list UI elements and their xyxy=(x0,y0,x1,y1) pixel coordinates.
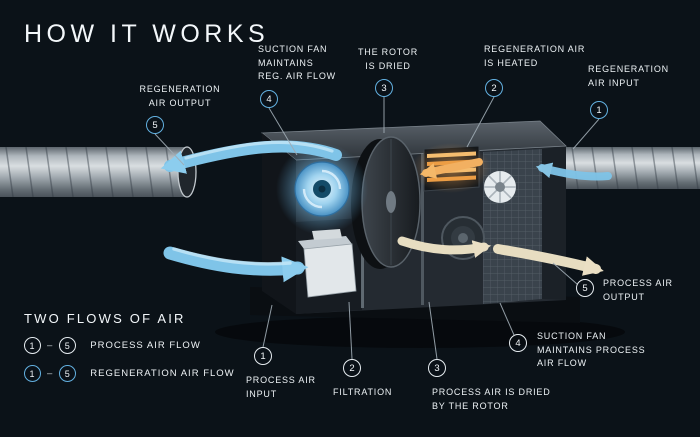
legend-process-label: PROCESS AIR FLOW xyxy=(90,340,201,351)
label-suction-fan-reg: SUCTION FAN MAINTAINS REG. AIR FLOW xyxy=(258,44,336,81)
filter-box xyxy=(298,229,357,298)
marker-process-air-input: 1 xyxy=(254,347,272,365)
heated-air-arrow xyxy=(419,158,483,179)
label-rotor-is-dried: THE ROTOR IS DRIED xyxy=(357,47,419,71)
marker-regeneration-air-heated: 2 xyxy=(485,79,503,97)
machine-cabinet xyxy=(250,120,580,323)
legend-process-air-flow: 1 – 5 PROCESS AIR FLOW xyxy=(24,337,201,354)
dried-process-air-arrow xyxy=(397,236,492,258)
legend-regeneration-end-circle: 5 xyxy=(59,365,77,382)
legend-heading: TWO FLOWS OF AIR xyxy=(24,311,186,326)
marker-process-air-dried: 3 xyxy=(428,359,446,377)
legend-regeneration-label: REGENERATION AIR FLOW xyxy=(90,368,235,379)
label-regeneration-air-heated: REGENERATION AIR IS HEATED xyxy=(484,44,586,68)
process-air-output-arrow xyxy=(493,244,604,276)
label-regeneration-air-output: REGENERATION AIR OUTPUT xyxy=(139,84,221,108)
legend-process-end-circle: 5 xyxy=(59,337,77,354)
left-duct xyxy=(0,146,197,198)
marker-regeneration-air-input: 1 xyxy=(590,101,608,119)
label-suction-fan-process: SUCTION FAN MAINTAINS PROCESS AIR FLOW xyxy=(537,331,646,368)
marker-filtration: 2 xyxy=(343,359,361,377)
regeneration-air-output-arrow xyxy=(160,140,342,174)
label-regeneration-air-input: REGENERATION AIR INPUT xyxy=(588,64,669,88)
legend-regeneration-air-flow: 1 – 5 REGENERATION AIR FLOW xyxy=(24,365,235,382)
legend-process-start-circle: 1 xyxy=(24,337,41,354)
regeneration-air-input-arrow xyxy=(535,162,612,181)
marker-process-air-output: 5 xyxy=(576,279,594,297)
legend-dash: – xyxy=(47,340,54,351)
process-air-input-arrow xyxy=(163,246,309,283)
page-title: HOW IT WORKS xyxy=(24,20,270,48)
legend-regeneration-start-circle: 1 xyxy=(24,365,41,382)
label-process-air-dried: PROCESS AIR IS DRIED BY THE ROTOR xyxy=(432,387,551,411)
regeneration-suction-fan xyxy=(276,143,368,235)
legend-dash: – xyxy=(47,368,54,379)
marker-rotor-is-dried: 3 xyxy=(375,79,393,97)
marker-suction-fan-process: 4 xyxy=(509,334,527,352)
label-process-air-input: PROCESS AIR INPUT xyxy=(246,375,316,399)
label-filtration: FILTRATION xyxy=(333,387,393,397)
label-process-air-output: PROCESS AIR OUTPUT xyxy=(603,278,673,302)
airflow-arrows xyxy=(160,140,612,283)
right-duct xyxy=(548,146,700,190)
marker-regeneration-air-output: 5 xyxy=(146,116,164,134)
callout-lines xyxy=(154,96,600,360)
desiccant-rotor xyxy=(351,136,421,269)
marker-suction-fan-reg: 4 xyxy=(260,90,278,108)
process-fan xyxy=(484,171,516,203)
